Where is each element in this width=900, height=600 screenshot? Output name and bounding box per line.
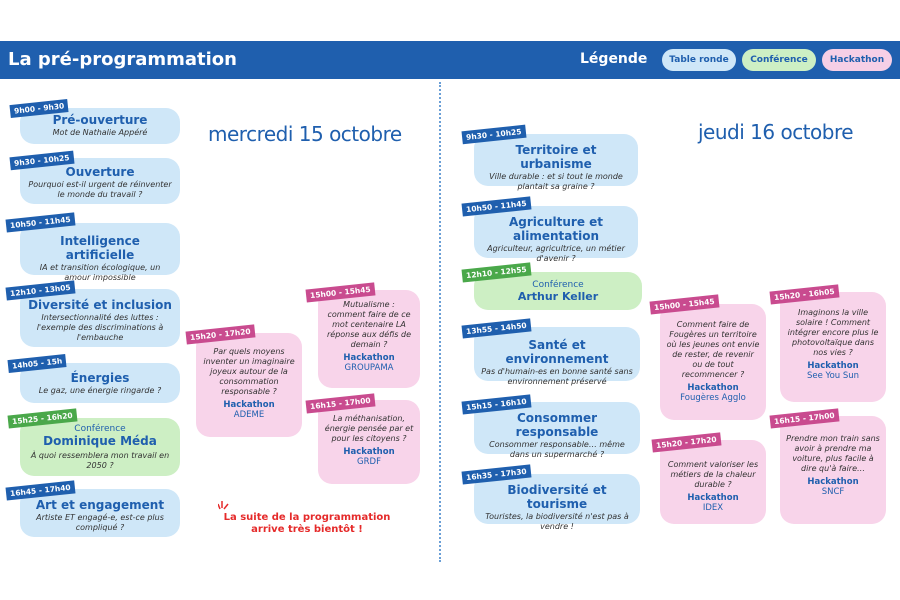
day-divider <box>439 82 441 562</box>
day2-hackathon-fougeres: Comment faire de Fougères un territoire … <box>660 304 766 420</box>
session-title: Santé et environnement <box>505 338 609 366</box>
session-subtitle: Intersectionnalité des luttes : l'exempl… <box>36 312 164 342</box>
day2-hackathon-sncf: Prendre mon train sans avoir à prendre m… <box>780 416 886 524</box>
session-subtitle: Ville durable : et si tout le monde plan… <box>489 171 623 191</box>
session-title: Diversité et inclusion <box>28 298 172 312</box>
session-title: Pré-ouverture <box>52 113 148 127</box>
hackathon-org: IDEX <box>702 503 724 514</box>
session-title: Ouverture <box>65 165 135 179</box>
legend-hackathon: Hackathon <box>822 49 892 71</box>
session-subtitle: Pourquoi est-il urgent de réinventer le … <box>28 179 172 199</box>
conference-label: Conférence <box>532 280 584 290</box>
day1-title: mercredi 15 octobre <box>208 122 402 146</box>
session-subtitle: Le gaz, une énergie ringarde ? <box>38 385 162 395</box>
day1-session-7: Art et engagement Artiste ET engagé-e, e… <box>20 489 180 537</box>
hackathon-org: GROUPAMA <box>344 363 394 374</box>
day2-hackathon-idex: Comment valoriser les métiers de la chal… <box>660 440 766 524</box>
session-title: Art et engagement <box>35 498 165 512</box>
session-subtitle: Touristes, la biodiversité n'est pas à v… <box>485 511 629 531</box>
hackathon-subtitle: Prendre mon train sans avoir à prendre m… <box>786 434 880 473</box>
day2-session-4: Santé et environnement Pas d'humain-es e… <box>474 327 640 386</box>
day2-conference: Conférence Arthur Keller <box>474 272 642 310</box>
hackathon-org: GRDF <box>357 457 381 468</box>
hackathon-org: ADEME <box>233 410 265 421</box>
session-subtitle: Consommer responsable… même dans un supe… <box>489 439 625 459</box>
session-title: Intelligence artificielle <box>60 234 140 262</box>
day2-title: jeudi 16 octobre <box>698 120 854 144</box>
day2-hackathon-seeyousun: Imaginons la ville solaire ! Comment int… <box>780 292 886 402</box>
hackathon-subtitle: Imaginons la ville solaire ! Comment int… <box>787 308 879 357</box>
hackathon-kind: Hackathon <box>687 493 739 503</box>
coming-soon-note: La suite de la programmation arrive très… <box>223 512 391 535</box>
legend-conference: Conférence <box>742 49 816 71</box>
hackathon-subtitle: La méthanisation, énergie pensée par et … <box>324 414 414 443</box>
hackathon-kind: Hackathon <box>223 400 275 410</box>
session-title: Consommer responsable <box>515 411 599 439</box>
hackathon-subtitle: Mutualisme : comment faire de ce mot cen… <box>326 300 411 349</box>
day1-hackathon-groupama: Mutualisme : comment faire de ce mot cen… <box>318 290 420 388</box>
session-title: Biodiversité et tourisme <box>507 483 607 511</box>
hackathon-org: SNCF <box>821 487 845 498</box>
day2-session-5: Consommer responsable Consommer responsa… <box>474 402 640 459</box>
hackathon-kind: Hackathon <box>807 361 859 371</box>
hackathon-org: See You Sun <box>806 371 860 382</box>
page-title: La pré-programmation <box>8 49 237 70</box>
session-title: Énergies <box>70 371 130 385</box>
header-bar: La pré-programmation Légende Table ronde… <box>0 41 900 79</box>
day1-session-3: Intelligence artificielle IA et transiti… <box>20 223 180 282</box>
day1-session-4: Diversité et inclusion Intersectionnalit… <box>20 289 180 347</box>
legend-label: Légende <box>580 51 648 67</box>
hackathon-kind: Hackathon <box>343 447 395 457</box>
day2-session-2: Agriculture et alimentation Agriculteur,… <box>474 206 638 263</box>
hackathon-kind: Hackathon <box>687 383 739 393</box>
hackathon-subtitle: Par quels moyens inventer un imaginaire … <box>203 347 295 396</box>
burst-icon <box>218 501 229 510</box>
session-subtitle: Agriculteur, agricultrice, un métier d'a… <box>487 243 625 263</box>
session-subtitle: À quoi ressemblera mon travail en 2050 ? <box>30 450 170 470</box>
session-title: Agriculture et alimentation <box>508 215 604 243</box>
conference-label: Conférence <box>74 424 126 434</box>
session-title: Territoire et urbanisme <box>515 143 597 171</box>
day1-session-1: Pré-ouverture Mot de Nathalie Appéré <box>20 108 180 144</box>
day1-hackathon-grdf: La méthanisation, énergie pensée par et … <box>318 400 420 484</box>
session-subtitle: IA et transition écologique, un amour im… <box>39 262 161 282</box>
day2-session-6: Biodiversité et tourisme Touristes, la b… <box>474 474 640 531</box>
hackathon-kind: Hackathon <box>343 353 395 363</box>
hackathon-org: Fougères Agglo <box>680 393 746 404</box>
day1-conference: Conférence Dominique Méda À quoi ressemb… <box>20 418 180 476</box>
session-title: Dominique Méda <box>43 433 157 448</box>
day1-hackathon-ademe: Par quels moyens inventer un imaginaire … <box>196 333 302 437</box>
hackathon-subtitle: Comment faire de Fougères un territoire … <box>666 320 760 379</box>
day2-session-1: Territoire et urbanisme Ville durable : … <box>474 134 638 191</box>
session-subtitle: Mot de Nathalie Appéré <box>52 127 148 137</box>
legend-table-ronde: Table ronde <box>662 49 736 71</box>
session-subtitle: Artiste ET engagé-e, est-ce plus compliq… <box>36 512 164 532</box>
session-subtitle: Pas d'humain-es en bonne santé sans envi… <box>481 366 633 386</box>
session-title: Arthur Keller <box>517 289 599 303</box>
day1-session-5: Énergies Le gaz, une énergie ringarde ? <box>20 363 180 403</box>
hackathon-kind: Hackathon <box>807 477 859 487</box>
hackathon-subtitle: Comment valoriser les métiers de la chal… <box>667 460 759 489</box>
